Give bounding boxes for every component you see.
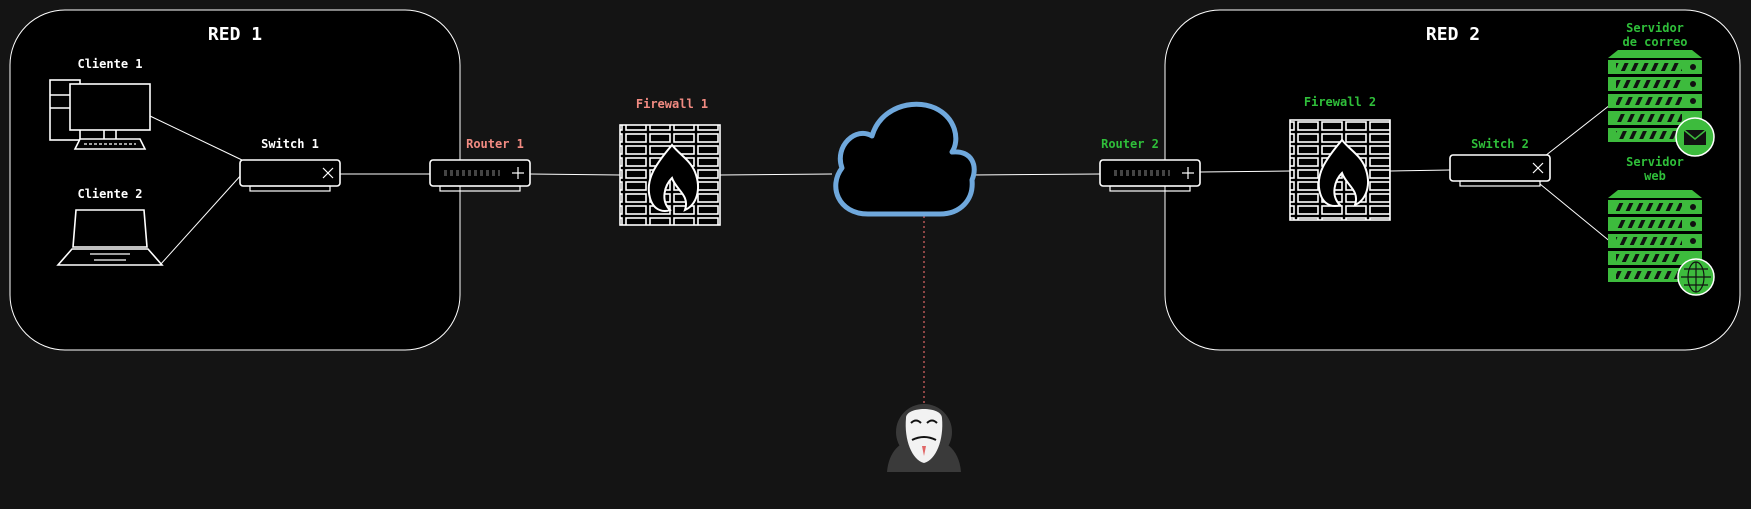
mail-icon [1675,117,1715,157]
web-server-node[interactable]: Servidor web [1608,155,1715,296]
cliente2-label: Cliente 2 [77,187,142,201]
link-cloud-router2 [971,173,1101,176]
globe-icon [1677,258,1715,296]
cliente1-node[interactable]: Cliente 1 [49,57,151,150]
connections [149,104,1613,266]
switch1-node[interactable]: Switch 1 [239,137,341,192]
link-firewall2-switch2 [1389,169,1451,172]
cloud-icon [833,101,977,217]
link-switch2-mailserver [1544,104,1611,157]
firewall1-node[interactable]: Firewall 1 [619,97,721,226]
router1-label: Router 1 [466,137,524,151]
firewall1-label: Firewall 1 [636,97,708,111]
link-router1-firewall1 [529,173,621,176]
link-cliente1-switch1 [149,115,243,161]
link-router2-firewall2 [1199,170,1291,173]
web-server-label-line2: web [1644,169,1666,183]
web-server-label-line1: Servidor [1626,155,1684,169]
firewall-icon [619,124,721,226]
router2-label: Router 2 [1101,137,1159,151]
cliente1-label: Cliente 1 [77,57,142,71]
desktop-computer-icon [49,79,151,150]
link-firewall1-cloud [719,173,833,176]
anonymous-hacker-icon [887,404,961,472]
network-red2-title: RED 2 [1426,24,1480,45]
switch1-label: Switch 1 [261,137,319,151]
mail-server-label-line2: de correo [1622,35,1687,49]
mail-server-node[interactable]: Servidor de correo [1608,21,1715,157]
router-icon [1099,159,1201,192]
router-icon [429,159,531,192]
switch2-label: Switch 2 [1471,137,1529,151]
firewall2-label: Firewall 2 [1304,95,1376,109]
network-red1-title: RED 1 [208,24,262,45]
laptop-icon [56,209,164,266]
firewall2-node[interactable]: Firewall 2 [1289,95,1391,221]
link-cliente2-switch1 [159,173,243,266]
switch-icon [1449,154,1551,187]
switch2-node[interactable]: Switch 2 [1449,137,1551,187]
switch-icon [239,159,341,192]
cliente2-node[interactable]: Cliente 2 [56,187,164,266]
firewall-icon [1289,119,1391,221]
mail-server-label-line1: Servidor [1626,21,1684,35]
router2-node[interactable]: Router 2 [1099,137,1201,192]
router1-node[interactable]: Router 1 [429,137,531,192]
link-switch2-webserver [1539,183,1613,244]
attacker-node[interactable] [887,404,961,472]
internet-cloud[interactable] [833,101,977,217]
